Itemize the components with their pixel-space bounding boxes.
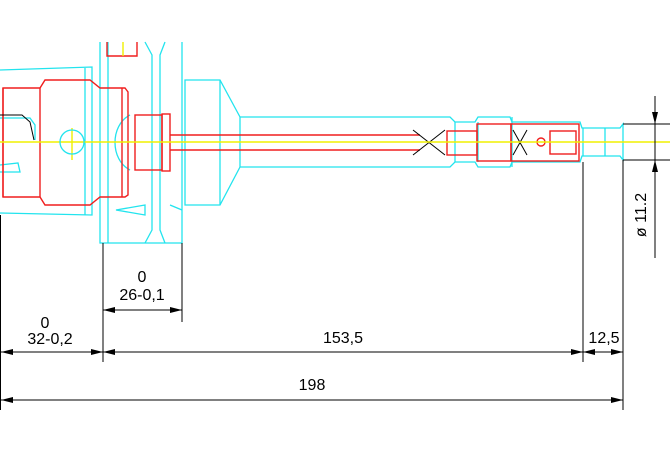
centerline: [0, 42, 670, 160]
flange-upper-text: 0: [138, 269, 147, 286]
flange-lower-text: 26-0,1: [119, 287, 164, 304]
extension-lines: [0, 123, 670, 410]
dimension-lines: [0, 96, 658, 403]
holder-length-upper-text: 0: [41, 315, 50, 332]
tip-length-text: 12,5: [588, 330, 619, 347]
holder-length-lower-text: 32-0,2: [27, 331, 72, 348]
extension-length-text: 153,5: [323, 330, 363, 347]
overall-length-text: 198: [299, 377, 326, 394]
tip-diameter-text: ø 11.2: [633, 193, 650, 237]
